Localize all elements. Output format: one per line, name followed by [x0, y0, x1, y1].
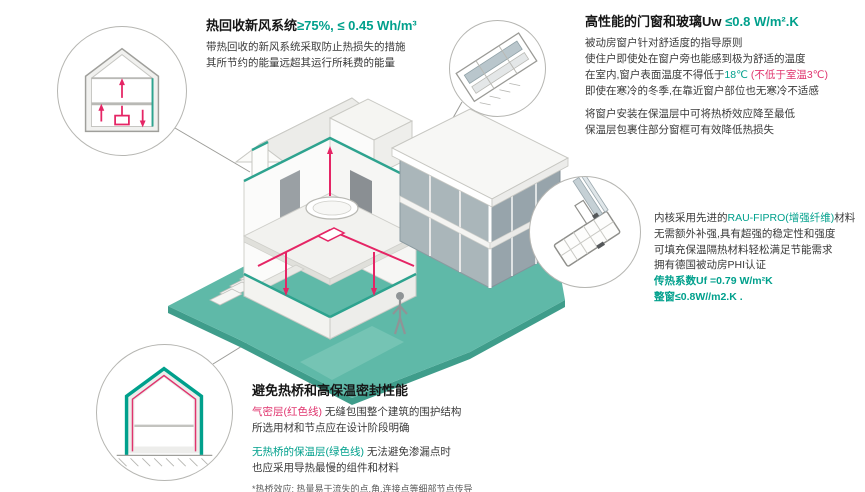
profile-body: 内核采用先进的RAU-FIPRO(增强纤维)材料 无需额外补强,具有超强的稳定性… — [654, 211, 864, 306]
thermal-insulation-line: 无热桥的保温层(绿色线) 无法避免渗漏点时 — [252, 445, 451, 458]
windows-heading: 高性能的门窗和玻璃Uw ≤0.8 W/m².K — [585, 14, 860, 30]
thermal-body-2: 无热桥的保温层(绿色线) 无法避免渗漏点时 也应采用导热最慢的组件和材料 — [252, 445, 562, 477]
windows-heading-value: ≤0.8 W/m².K — [725, 14, 799, 29]
windows-line-1: 被动房窗户针对舒适度的指导原则 — [585, 37, 743, 50]
profile-line-1: 内核采用先进的RAU-FIPRO(增强纤维)材料 — [654, 212, 856, 224]
thermal-airtight-line-2: 所选用材和节点应在设计阶段明确 — [252, 422, 410, 434]
windows-heading-label: 高性能的门窗和玻璃Uw — [585, 14, 726, 29]
profile-text-block: 内核采用先进的RAU-FIPRO(增强纤维)材料 无需额外补强,具有超强的稳定性… — [654, 211, 864, 306]
ventilation-heading-value: ≥75%, ≤ 0.45 Wh/m³ — [297, 18, 417, 33]
windows-text-block: 高性能的门窗和玻璃Uw ≤0.8 W/m².K 被动房窗户针对舒适度的指导原则 … — [585, 14, 860, 139]
human-figure — [392, 292, 408, 335]
ventilation-line-2: 其所节约的能量远超其运行所耗费的能量 — [206, 57, 395, 69]
profile-line-4: 拥有德国被动房PHI认证 — [654, 259, 767, 272]
ventilation-heading: 热回收新风系统≥75%, ≤ 0.45 Wh/m³ — [206, 18, 471, 34]
windows-line-6: 保温层包裹住部分窗框可有效降低热损失 — [585, 124, 774, 136]
profile-line-3: 可填充保温隔热材料轻松满足节能需求 — [654, 243, 833, 256]
ventilation-body: 带热回收的新风系统采取防止热损失的措施 其所节约的能量远超其运行所耗费的能量 — [206, 40, 471, 72]
windows-line-2: 使住户即使处在窗户旁也能感到极为舒适的温度 — [585, 53, 806, 65]
thermal-body-1: 气密层(红色线) 无缝包围整个建筑的围护结构 所选用材和节点应在设计阶段明确 — [252, 405, 562, 437]
windows-line-5: 将窗户安装在保温层中可将热桥效应降至最低 — [585, 108, 795, 121]
ventilation-ducts — [257, 146, 415, 296]
thermal-section-illustration — [116, 366, 213, 467]
thermal-insulation-line-2: 也应采用导热最慢的组件和材料 — [252, 461, 399, 474]
windows-body-1: 被动房窗户针对舒适度的指导原则 使住户即使处在窗户旁也能感到极为舒适的温度 在室… — [585, 36, 860, 99]
profile-uw-value: 整窗≤0.8W//m2.K . — [654, 290, 743, 303]
thermal-text-block: 避免热桥和高保温密封性能 气密层(红色线) 无缝包围整个建筑的围护结构 所选用材… — [252, 383, 562, 492]
thermal-airtight-line: 气密层(红色线) 无缝包围整个建筑的围护结构 — [252, 406, 462, 419]
thermal-callout-circle — [96, 344, 233, 481]
ventilation-callout-circle — [57, 26, 187, 156]
thermal-heading: 避免热桥和高保温密封性能 — [252, 383, 409, 398]
windows-line-3: 在室内,窗户表面温度不得低于18℃ (不低于室温3℃) — [585, 68, 828, 81]
ventilation-heading-label: 热回收新风系统 — [206, 18, 298, 33]
windows-body-2: 将窗户安装在保温层中可将热桥效应降至最低 保温层包裹住部分窗框可有效降低热损失 — [585, 107, 860, 139]
windows-line-4: 即使在寒冷的冬季,在靠近窗户部位也无寒冷不适感 — [585, 84, 819, 97]
window-profile-callout-circle — [529, 176, 641, 288]
window-corner-callout-circle — [449, 20, 546, 117]
profile-uf-value: 传热系数Uf =0.79 W/m²K — [654, 275, 773, 287]
ventilation-line-1: 带热回收的新风系统采取防止热损失的措施 — [206, 41, 406, 54]
ventilation-section-illustration — [84, 47, 160, 133]
ventilation-text-block: 热回收新风系统≥75%, ≤ 0.45 Wh/m³ 带热回收的新风系统采取防止热… — [206, 18, 471, 72]
thermal-footnote: *热桥效应: 热量易于流失的点,角,连接点等细部节点传导 — [252, 484, 473, 492]
profile-line-2: 无需额外补强,具有超强的稳定性和强度 — [654, 227, 836, 240]
window-corner-illustration — [455, 32, 538, 106]
window-profile-illustration — [553, 177, 621, 267]
